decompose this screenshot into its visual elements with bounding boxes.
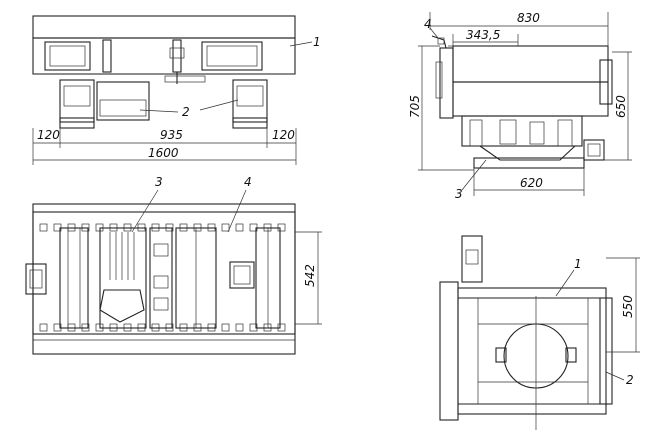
dim-front-total: 1600: [148, 146, 179, 160]
fastener: [221, 323, 230, 332]
plan-motor-block: [229, 261, 255, 289]
callout-plan-4: 4: [244, 175, 252, 189]
side-left-plate: [439, 47, 454, 119]
small-top-post: [461, 235, 483, 283]
frame-body: [32, 37, 296, 75]
fastener: [235, 323, 244, 332]
callout-plan-3: 3: [155, 175, 163, 189]
dim-side-base: 620: [520, 176, 543, 190]
callout-side-4: 4: [424, 17, 432, 31]
dim-side-offset: 343,5: [466, 28, 500, 42]
callout-front-1: 1: [313, 35, 321, 49]
fastener: [39, 323, 48, 332]
plan-left-hub: [25, 263, 47, 295]
fastener: [221, 223, 230, 232]
fastener: [235, 223, 244, 232]
front-view: 1 2 120 935 120 1600: [32, 15, 321, 165]
center-motor: [96, 81, 150, 121]
side-base: [473, 157, 585, 169]
small-left-rail: [439, 281, 459, 421]
dim-plan-width: 542: [303, 264, 317, 287]
callout-side-3: 3: [455, 187, 463, 201]
callout-small-1: 1: [574, 257, 582, 271]
dim-side-height-right: 650: [614, 95, 628, 118]
callout-front-2: 2: [182, 105, 190, 119]
frame-top-band: [32, 15, 296, 39]
small-plan-view: 550 1 2: [439, 235, 640, 430]
dim-small-height: 550: [621, 295, 635, 318]
right-panel: [201, 41, 263, 71]
left-panel: [44, 41, 91, 71]
callout-small-2: 2: [626, 373, 634, 387]
dim-front-left: 120: [37, 128, 60, 142]
side-view: 830 343,5 705 650 620 4 3: [408, 11, 632, 201]
left-motor: [59, 79, 95, 123]
dim-front-span: 935: [160, 128, 183, 142]
side-lower-box: [452, 81, 609, 117]
plan-view: 542 3 4: [25, 175, 322, 355]
dim-side-height: 705: [408, 95, 422, 118]
dim-front-right: 120: [272, 128, 295, 142]
side-upper-box: [452, 45, 609, 83]
dim-side-width: 830: [517, 11, 540, 25]
fastener: [39, 223, 48, 232]
small-frame: [457, 287, 607, 415]
plan-center-unit: [99, 227, 147, 329]
